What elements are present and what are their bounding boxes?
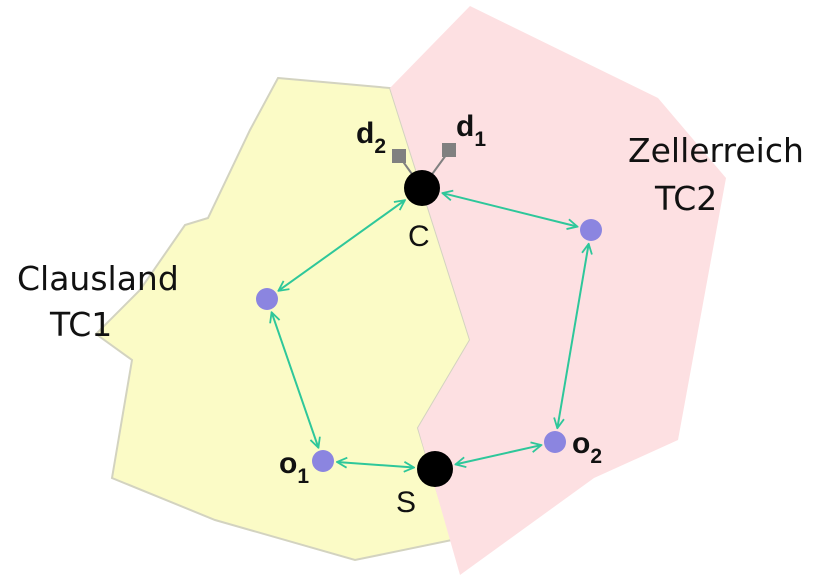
node-o1-label: o1 bbox=[279, 447, 309, 488]
region-clausland-code: TC1 bbox=[49, 305, 112, 344]
link-o2-w_right bbox=[557, 244, 588, 428]
node-o2-label: o2 bbox=[572, 427, 602, 468]
node-d2 bbox=[392, 149, 406, 163]
node-o2 bbox=[544, 431, 566, 453]
region-clausland-name: Clausland bbox=[17, 259, 179, 298]
link-o1-s bbox=[337, 462, 414, 468]
region-zellerreich-name: Zellerreich bbox=[628, 131, 804, 170]
node-o1 bbox=[312, 450, 334, 472]
node-d1 bbox=[442, 143, 456, 157]
link-s-o2 bbox=[455, 445, 541, 464]
node-s bbox=[417, 451, 453, 487]
node-d1-label: d1 bbox=[456, 110, 486, 151]
node-d2-label: d2 bbox=[356, 117, 386, 158]
link-w_right-c bbox=[442, 193, 577, 227]
region-zellerreich-code: TC2 bbox=[654, 179, 717, 218]
node-c bbox=[404, 170, 440, 206]
node-waypoint-left bbox=[256, 288, 278, 310]
node-c-label: C bbox=[408, 220, 430, 253]
link-w_left-o1 bbox=[272, 312, 319, 448]
link-c-w_left bbox=[278, 200, 405, 291]
links-group bbox=[272, 193, 589, 467]
node-s-label: S bbox=[396, 486, 416, 519]
node-waypoint-right bbox=[580, 219, 602, 241]
